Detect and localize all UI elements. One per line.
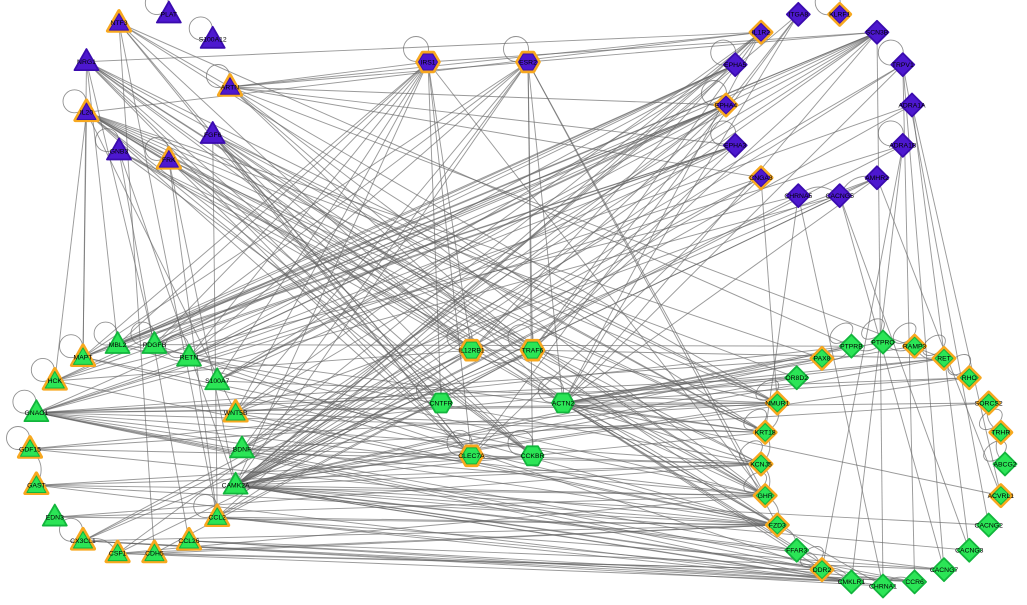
svg-text:CAMK2A: CAMK2A	[222, 483, 250, 490]
svg-text:ABCG2: ABCG2	[993, 461, 1016, 468]
svg-text:ADRA1B: ADRA1B	[889, 143, 917, 150]
svg-text:S100A7: S100A7	[205, 378, 229, 385]
svg-text:EPHA5: EPHA5	[724, 62, 747, 69]
svg-text:CACNG5: CACNG5	[826, 193, 855, 200]
svg-text:EPHA4: EPHA4	[715, 102, 738, 109]
svg-text:PTPRO: PTPRO	[871, 339, 894, 346]
svg-text:IL12RB1: IL12RB1	[458, 348, 485, 355]
svg-text:CMKLR1: CMKLR1	[838, 579, 866, 586]
svg-text:ACVRL1: ACVRL1	[988, 493, 1015, 500]
svg-text:KCNJ5: KCNJ5	[750, 461, 772, 468]
svg-text:MAPT: MAPT	[74, 355, 93, 362]
svg-text:EPHA3: EPHA3	[724, 143, 747, 150]
svg-text:FGF6: FGF6	[204, 132, 222, 139]
svg-text:TRPV1: TRPV1	[892, 62, 914, 69]
svg-text:CCL26: CCL26	[178, 538, 199, 545]
svg-text:ESR2: ESR2	[519, 59, 537, 66]
svg-text:GAST: GAST	[27, 483, 46, 490]
svg-text:ITGA8: ITGA8	[788, 12, 808, 19]
svg-text:ADRA1A: ADRA1A	[898, 102, 926, 109]
svg-text:ARTN: ARTN	[221, 84, 239, 91]
svg-text:CHRNA1: CHRNA1	[869, 583, 897, 590]
svg-text:RHO: RHO	[962, 375, 977, 382]
svg-text:CCKBR: CCKBR	[521, 453, 545, 460]
svg-text:GNB3: GNB3	[110, 148, 129, 155]
svg-text:DDR2: DDR2	[813, 567, 832, 574]
svg-text:CNTFR: CNTFR	[429, 400, 452, 407]
svg-text:PTPRB: PTPRB	[840, 344, 863, 351]
svg-text:ACTN2: ACTN2	[552, 400, 575, 407]
svg-text:FZD3: FZD3	[769, 522, 786, 529]
svg-text:WNT5B: WNT5B	[224, 410, 248, 417]
svg-text:EDN3: EDN3	[46, 514, 64, 521]
svg-text:NRG1: NRG1	[77, 59, 96, 66]
svg-text:GHR: GHR	[758, 493, 773, 500]
svg-text:SORCS2: SORCS2	[975, 400, 1003, 407]
svg-text:OR8D2: OR8D2	[785, 375, 808, 382]
svg-text:RET: RET	[937, 356, 951, 363]
svg-text:PLAT: PLAT	[161, 11, 178, 18]
svg-text:IL1R2: IL1R2	[752, 30, 770, 37]
svg-text:GNAO1: GNAO1	[25, 410, 49, 417]
svg-text:CCL2: CCL2	[209, 514, 227, 521]
svg-text:CLEC7A: CLEC7A	[458, 453, 485, 460]
svg-text:CACNG7: CACNG7	[930, 567, 959, 574]
svg-text:HCK: HCK	[48, 378, 63, 385]
svg-text:KLRF1: KLRF1	[829, 12, 850, 19]
svg-text:TRHR: TRHR	[991, 430, 1010, 437]
svg-text:CCR6: CCR6	[905, 579, 924, 586]
svg-text:IL20: IL20	[80, 110, 93, 117]
svg-text:TRAF6: TRAF6	[522, 348, 544, 355]
svg-text:FFAR3: FFAR3	[786, 548, 807, 555]
svg-text:IRS1: IRS1	[420, 59, 435, 66]
svg-text:SCN3B: SCN3B	[866, 30, 889, 37]
svg-text:RETN: RETN	[180, 355, 199, 362]
svg-text:NTF3: NTF3	[111, 20, 128, 27]
svg-text:CACNG2: CACNG2	[975, 522, 1004, 529]
svg-text:CDH5: CDH5	[145, 551, 164, 558]
svg-text:MBL2: MBL2	[109, 342, 127, 349]
svg-text:GDF15: GDF15	[19, 446, 41, 453]
svg-text:BDNF: BDNF	[233, 446, 252, 453]
svg-text:CSF1: CSF1	[109, 551, 127, 558]
svg-text:KRT18: KRT18	[755, 430, 776, 437]
svg-text:PAX8: PAX8	[814, 356, 831, 363]
svg-text:NMUR1: NMUR1	[765, 400, 789, 407]
svg-text:CNGA3: CNGA3	[749, 175, 773, 182]
svg-text:CHRNA5: CHRNA5	[784, 193, 812, 200]
svg-text:S100A12: S100A12	[199, 37, 227, 44]
svg-text:PDGFB: PDGFB	[143, 342, 167, 349]
svg-text:CACNG3: CACNG3	[955, 548, 984, 555]
svg-text:CX3CL1: CX3CL1	[70, 538, 96, 545]
svg-text:AMHR2: AMHR2	[865, 175, 889, 182]
svg-text:FRK: FRK	[162, 157, 176, 164]
svg-text:RAMP3: RAMP3	[903, 344, 927, 351]
